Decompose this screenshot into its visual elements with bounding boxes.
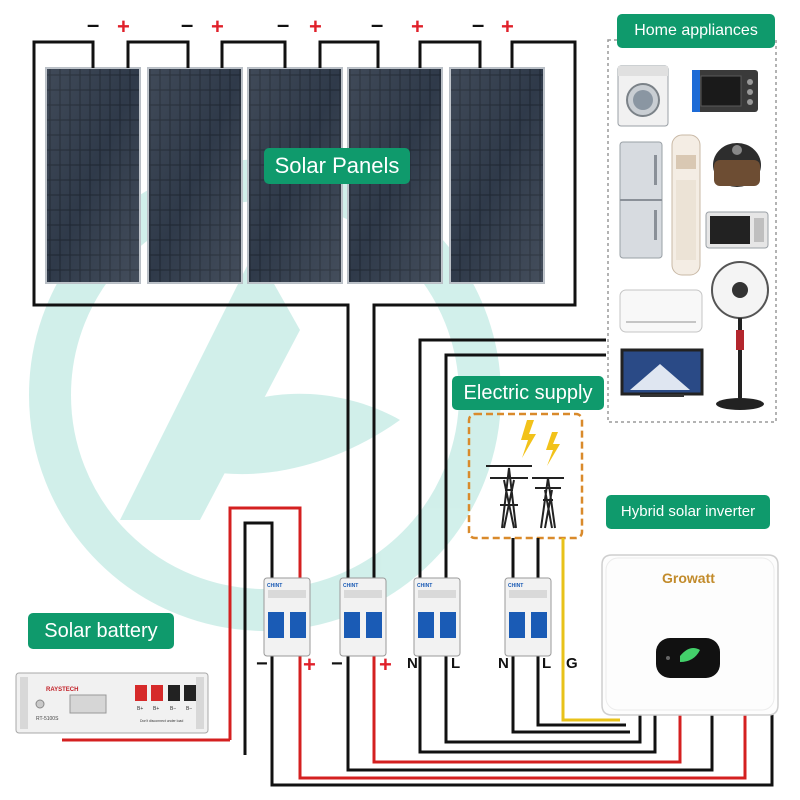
- panel-negative-sign: –: [87, 12, 99, 37]
- battery-port-label: B+: [153, 706, 159, 712]
- terminal-live: L: [542, 655, 551, 672]
- appliance-wiring: [418, 338, 606, 580]
- inverter-brand: Growatt: [662, 570, 715, 586]
- terminal-positive: +: [379, 652, 392, 677]
- breaker: [263, 577, 311, 657]
- home-appliances-group: [607, 39, 777, 423]
- panel-positive-sign: +: [501, 14, 514, 39]
- washing-machine-icon: [617, 65, 669, 127]
- rice-cooker-icon: [713, 143, 761, 187]
- terminal-neutral: N: [407, 655, 418, 672]
- solar-panel: [45, 67, 141, 284]
- breaker-terminal-labels: − + − + N L N L G: [256, 652, 578, 677]
- panel-negative-sign: –: [277, 12, 289, 37]
- terminal-negative: −: [256, 653, 268, 675]
- panel-positive-sign: +: [211, 14, 224, 39]
- battery-model: RT-5100S: [36, 716, 59, 722]
- breaker: [413, 577, 461, 657]
- tv-icon: [620, 348, 704, 397]
- panel-negative-sign: –: [371, 12, 383, 37]
- panel-negative-sign: –: [181, 12, 193, 37]
- microwave-icon: [705, 211, 769, 249]
- fridge-icon: [619, 141, 663, 259]
- air-conditioner-icon: [671, 134, 701, 276]
- panel-negative-sign: –: [472, 12, 484, 37]
- battery-wiring: [62, 506, 302, 755]
- oven-icon: [692, 70, 758, 112]
- breaker-brand: CHINT: [267, 583, 282, 589]
- battery-port-label: B+: [137, 706, 143, 712]
- hybrid-inverter: Growatt: [601, 554, 779, 716]
- breaker-brand: CHINT: [417, 583, 432, 589]
- stand-fan-icon: [711, 261, 769, 410]
- battery-note: Don't disconnect under load: [140, 719, 183, 723]
- solar-panels-array: [45, 67, 545, 284]
- battery-port-label: B−: [186, 706, 192, 712]
- breaker-brand: CHINT: [508, 583, 523, 589]
- grid-wiring: [511, 538, 620, 722]
- panel-positive-sign: +: [309, 14, 322, 39]
- terminal-live: L: [451, 655, 460, 672]
- solar-panel: [449, 67, 545, 284]
- solar-battery: RAYSTECH RT-5100S B+ B+ B− B− Don't disc…: [15, 672, 209, 734]
- terminal-ground: G: [566, 655, 578, 672]
- terminal-positive: +: [303, 652, 316, 677]
- panel-positive-sign: +: [117, 14, 130, 39]
- solar-battery-label: Solar battery: [28, 613, 174, 649]
- hybrid-inverter-label: Hybrid solar inverter: [606, 495, 770, 529]
- electric-supply-label: Electric supply: [452, 376, 604, 410]
- home-appliances-label: Home appliances: [617, 14, 775, 48]
- solar-panel: [147, 67, 243, 284]
- panel-wiring: [32, 40, 577, 580]
- terminal-neutral: N: [498, 655, 509, 672]
- lightning-icon: [521, 420, 560, 466]
- panel-positive-sign: +: [411, 14, 424, 39]
- breaker: [339, 577, 387, 657]
- solar-panels-label: Solar Panels: [264, 148, 410, 184]
- transmission-tower-icon: [486, 465, 564, 529]
- leaf-icon: [680, 648, 700, 662]
- terminal-negative: −: [331, 653, 343, 675]
- breaker: [504, 577, 552, 657]
- panel-terminal-signs: – + – + – + – + – +: [87, 12, 514, 39]
- electric-supply-group: [467, 412, 584, 540]
- battery-port-label: B−: [170, 706, 176, 712]
- inverter-wiring: [270, 655, 774, 787]
- battery-brand: RAYSTECH: [46, 687, 78, 693]
- wall-ac-icon: [619, 289, 703, 333]
- breaker-brand: CHINT: [343, 583, 358, 589]
